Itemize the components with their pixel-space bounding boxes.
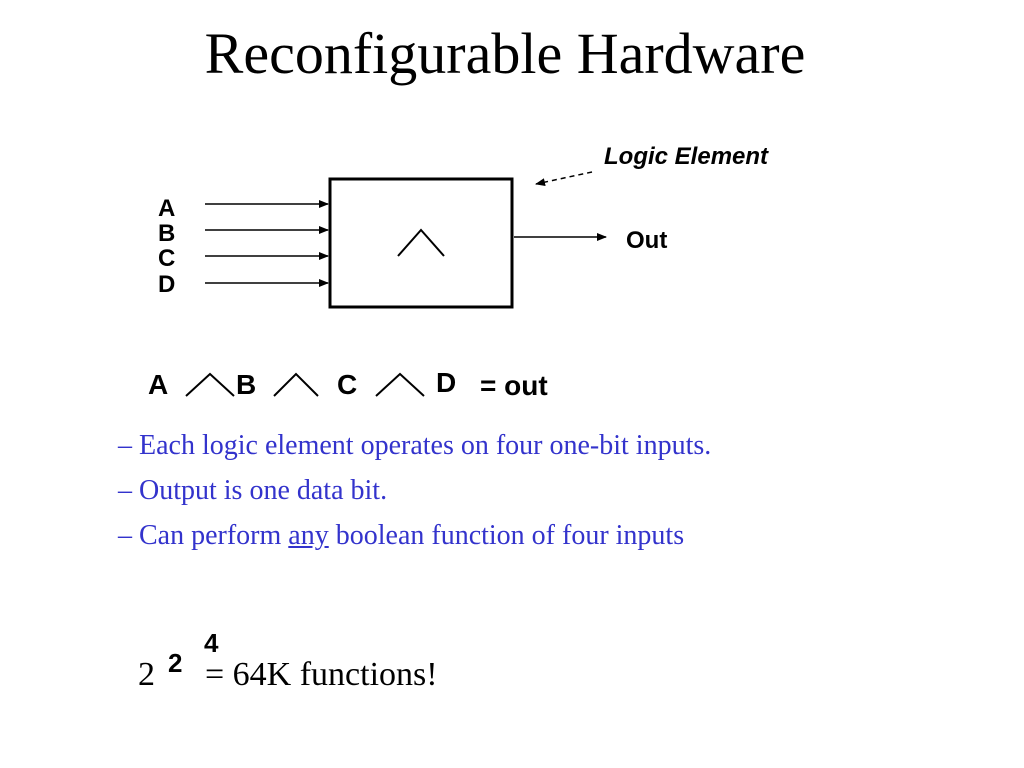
input-label-b: B: [158, 220, 176, 247]
formula-exponent-of-exponent: 4: [204, 628, 219, 658]
bullet-item: – Each logic element operates on four on…: [118, 426, 711, 471]
equation-result: = out: [480, 370, 548, 401]
equation-term-a: A: [148, 369, 169, 400]
bullet-text: – Each logic element operates on four on…: [118, 430, 712, 461]
logic-element-box: [328, 177, 514, 309]
bullet-list: – Each logic element operates on four on…: [118, 426, 711, 561]
bullet-text-after: boolean function of four inputs: [328, 520, 685, 551]
formula-result: = 64K functions!: [205, 656, 438, 693]
output-label: Out: [626, 227, 668, 254]
equation-term-d: D: [436, 367, 457, 398]
bullet-item: – Can perform any boolean function of fo…: [118, 516, 711, 561]
bullet-item: – Output is one data bit.: [118, 471, 711, 516]
bullet-emphasis: any: [288, 520, 329, 551]
bullet-text-before: – Can perform: [118, 520, 289, 551]
input-label-d: D: [158, 271, 176, 298]
formula: 2 = 64K functions!: [138, 654, 438, 696]
input-label-a: A: [158, 195, 176, 222]
logic-element-label: Logic Element: [604, 143, 769, 170]
slide-title: Reconfigurable Hardware: [204, 21, 806, 86]
equation-and-icon-2: [273, 372, 319, 397]
equation-and-icon-1: [185, 372, 235, 397]
logic-element-pointer: [535, 171, 593, 187]
bullet-text: – Output is one data bit.: [118, 475, 388, 506]
input-label-c: C: [158, 245, 176, 272]
formula-base: 2: [138, 656, 155, 693]
equation-term-b: B: [236, 369, 257, 400]
equation-term-c: C: [337, 369, 358, 400]
equation-and-icon-3: [375, 372, 425, 397]
and-gate-icon: [397, 228, 445, 257]
formula-exponent: 2: [168, 648, 183, 678]
